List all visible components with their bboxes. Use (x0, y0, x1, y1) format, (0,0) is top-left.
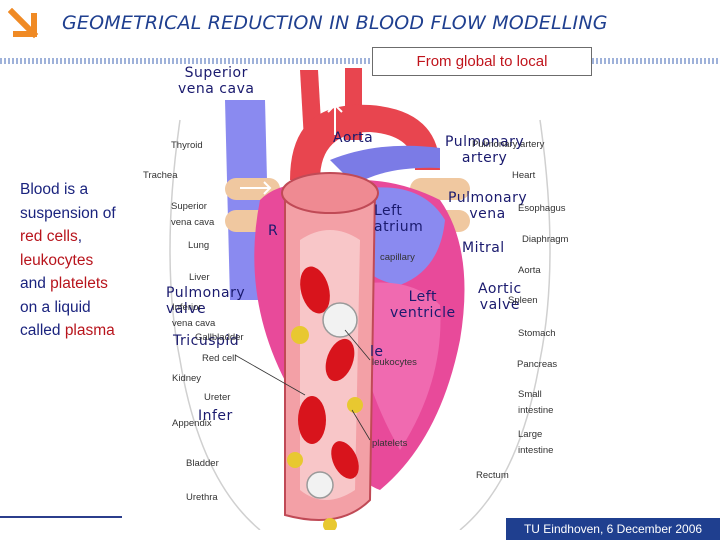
description-line: called plasma (20, 319, 160, 343)
blood-flow-diagram: Superior vena cava Aorta Pulmonary arter… (140, 60, 580, 530)
red-cell-1 (300, 266, 330, 314)
description-line: suspension of (20, 202, 160, 226)
red-cell-3 (298, 396, 326, 444)
page-title: GEOMETRICAL REDUCTION IN BLOOD FLOW MODE… (62, 12, 608, 34)
label-red-cell: Red cell (202, 353, 237, 364)
label-pulmonary-artery-small: Pulmonary artery (472, 139, 545, 150)
label-pulmonary-vena: Pulmonary vena (448, 190, 528, 222)
label-left-ventricle: Left ventricle (390, 289, 456, 321)
platelet-3 (287, 452, 303, 468)
label-pulmonary-artery: Pulmonary artery (445, 134, 525, 166)
red-cell-4 (331, 441, 359, 479)
label-stomach: Stomach (518, 328, 556, 339)
label-esophagus: Esophagus (518, 203, 566, 214)
label-aorta: Aorta (333, 130, 374, 146)
label-liver: Liver (189, 272, 210, 283)
description-line: and platelets (20, 272, 160, 296)
label-inferior: Infer (198, 408, 233, 424)
callout-box: From global to local (372, 47, 592, 76)
logo-icon (7, 7, 42, 42)
label-aortic-valve: Aortic valve (478, 281, 522, 313)
label-left-atrium: Left atrium (374, 203, 424, 235)
label-diaphragm: Diaphragm (522, 234, 569, 245)
label-kidney: Kidney (172, 373, 202, 384)
label-lung: Lung (188, 240, 210, 251)
label-ventricle-partial: le (370, 344, 384, 360)
label-superior-vena-cava-small: Superior vena cava (171, 201, 215, 228)
description-line: leukocytes (20, 249, 160, 273)
description-line: on a liquid (20, 296, 160, 320)
platelet-1 (291, 326, 309, 344)
leader-platelets (351, 409, 371, 441)
description-line: Blood is a (20, 178, 160, 202)
label-large-intestine: Large intestine (518, 429, 554, 456)
label-superior-vena-cava: Superior vena cava (178, 65, 255, 97)
leukocyte-2 (306, 471, 334, 499)
label-rectum: Rectum (476, 470, 509, 481)
label-tricuspid: Tricuspid (173, 333, 240, 349)
label-leukocytes: leukocytes (372, 357, 417, 368)
platelet-4 (323, 518, 337, 530)
leader-red-cell (234, 354, 306, 396)
flow-arrow-vein (240, 181, 272, 195)
vessel-opening-top (281, 172, 379, 214)
pulmonary-artery-shape (330, 145, 440, 185)
description-text: called (20, 322, 65, 339)
red-cell-2 (325, 338, 355, 382)
left-ventricle-shape (355, 282, 441, 450)
body-outline (169, 119, 551, 530)
aorta-arch-shape (290, 104, 440, 180)
label-right-partial: R (268, 223, 279, 239)
label-urethra: Urethra (186, 492, 218, 503)
platelet-2 (347, 397, 363, 413)
label-capillary: capillary (380, 252, 415, 263)
label-ureter: Ureter (204, 392, 231, 403)
description-text: on a liquid (20, 298, 91, 316)
leukocyte-1 (322, 302, 358, 338)
highlighted-term: plasma (64, 322, 115, 339)
label-aorta-small: Aorta (518, 265, 541, 276)
title-divider (0, 58, 720, 64)
label-trachea: Trachea (143, 170, 178, 181)
footer-divider (0, 516, 122, 518)
heart-anatomy-illustration (169, 68, 551, 530)
label-pancreas: Pancreas (517, 359, 558, 370)
description-text: , (77, 228, 83, 245)
label-heart: Heart (512, 170, 536, 181)
footer-bar: TU Eindhoven, 6 December 2006 (506, 518, 720, 540)
label-mitral: Mitral (462, 240, 505, 256)
description-text: suspension of (20, 204, 116, 222)
label-small-intestine: Small intestine (518, 389, 554, 416)
label-bladder: Bladder (186, 458, 219, 469)
highlighted-term: leukocytes (20, 251, 94, 269)
blood-description: Blood is a suspension of red cells, leukocy… (20, 178, 160, 343)
label-inferior-vena-cava: Inferior vena cava (172, 302, 216, 329)
highlighted-term: red cells (20, 228, 78, 245)
label-thyroid: Thyroid (171, 140, 203, 151)
label-pulmonary-valve: Pulmonary valve (166, 285, 246, 317)
highlighted-term: platelets (50, 275, 108, 292)
description-text: and (20, 275, 51, 292)
vessel-cutaway (281, 172, 379, 530)
description-text: Blood is a (20, 181, 89, 198)
label-spleen: Spleen (508, 295, 538, 306)
label-platelets: platelets (372, 438, 408, 449)
label-appendix: Appendix (172, 418, 212, 429)
flow-arrow-top (327, 103, 343, 135)
description-line: red cells, (20, 225, 160, 249)
leader-leukocytes (344, 329, 371, 361)
label-gallbladder: Gallbladder (195, 332, 244, 343)
